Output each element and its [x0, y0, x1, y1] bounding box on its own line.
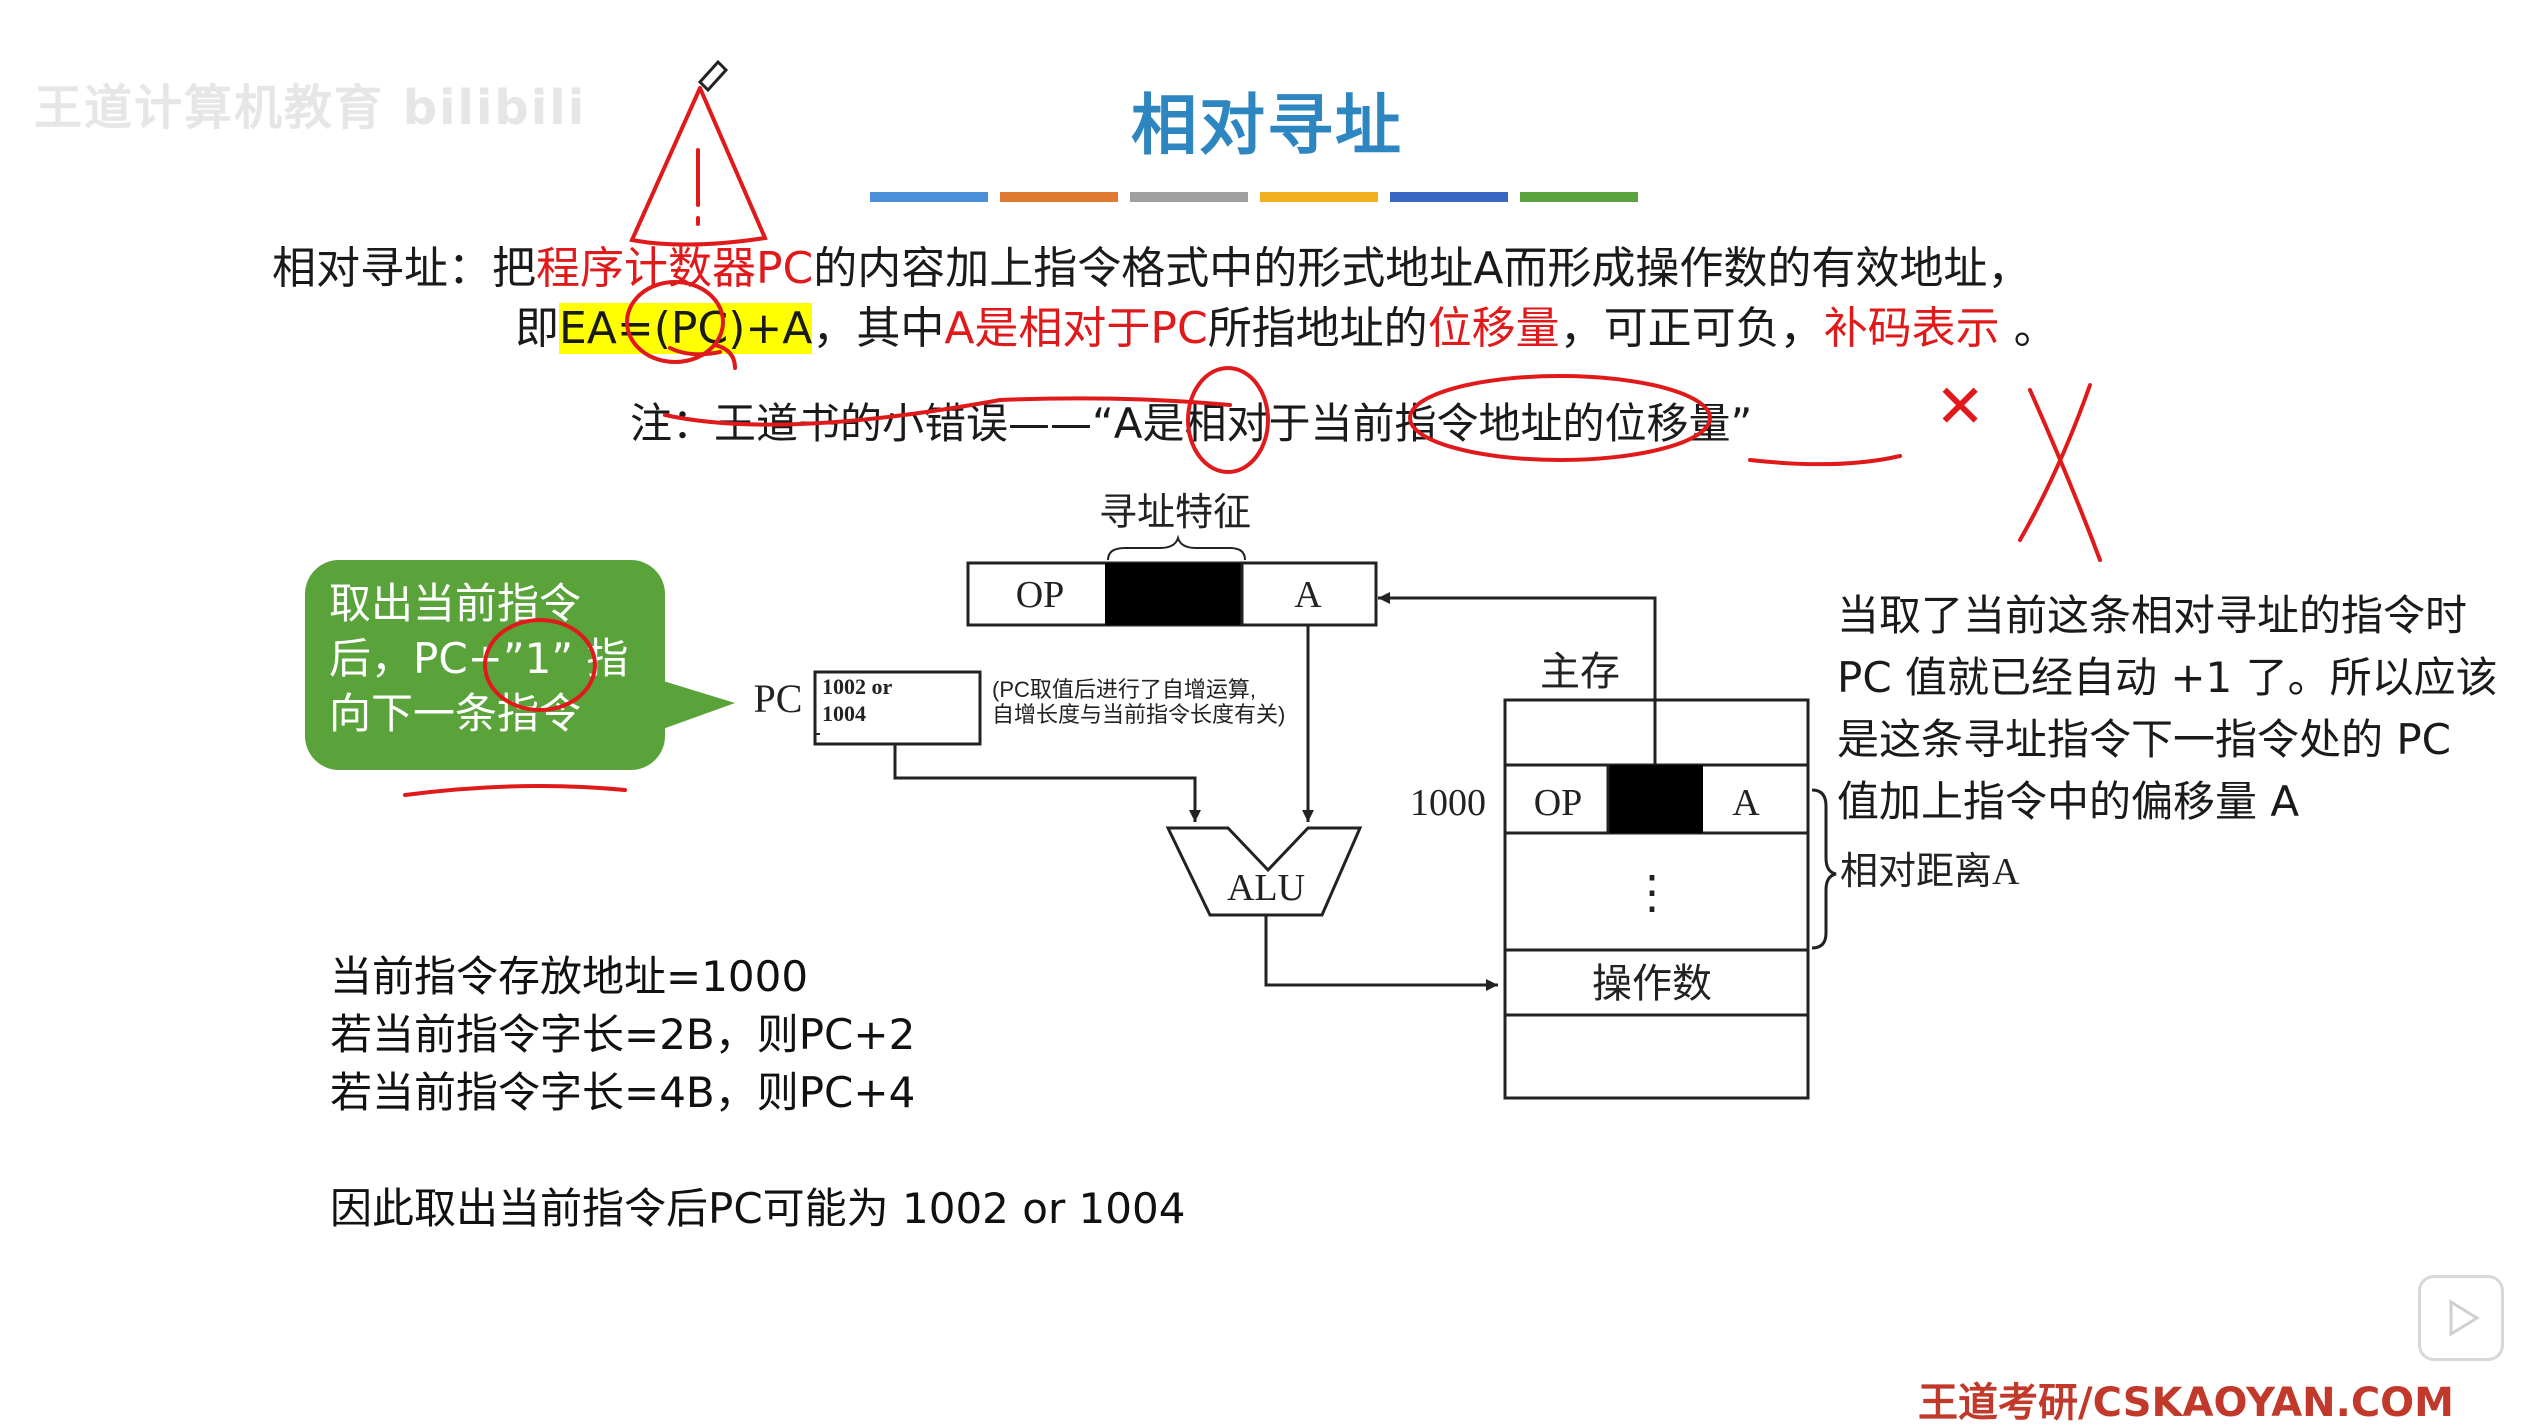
handwritten-annotations [403, 86, 2102, 797]
pc-increment-note-1: (PC取值后进行了自增运算, [992, 677, 1256, 702]
pen-cursor-icon [697, 59, 729, 93]
instr-a-field: A [1294, 574, 1322, 616]
left-note-conclusion: 因此取出当前指令后PC可能为 1002 or 1004 [330, 1184, 1186, 1233]
title-bar-segment [1390, 192, 1508, 202]
callout-line: 后，PC+”1” 指 [329, 634, 629, 683]
feature-bracket [1107, 534, 1246, 561]
watermark-logo: 王道计算机教育 bilibili [34, 80, 587, 136]
slide-title: 相对寻址 [1131, 87, 1403, 164]
title-bar-segment [870, 192, 988, 202]
definition-text-4: ，可正可负， [1559, 303, 1824, 354]
addressing-feature-label: 寻址特征 [1099, 492, 1251, 534]
title-bar-segment [1520, 192, 1638, 202]
pc-label: PC [754, 676, 803, 721]
cross-mark-icon: ✕ [1935, 372, 1986, 442]
right-note-line: 值加上指令中的偏移量 A [1837, 777, 2300, 826]
pc-register [813, 670, 982, 746]
main-memory-label: 主存 [1540, 649, 1620, 694]
title-bar-segment [1260, 192, 1378, 202]
pc-value-1: 1002 or [822, 674, 893, 699]
definition-text-3: 所指地址的 [1207, 303, 1428, 354]
instr-op-field: OP [1016, 574, 1065, 616]
memory-feature-field [1608, 765, 1703, 833]
play-icon [2449, 1299, 2480, 1337]
memory-to-instruction-arrow [1378, 592, 1657, 765]
right-note-line: 是这条寻址指令下一指令处的 PC [1837, 715, 2452, 764]
relative-distance-label: 相对距离A [1840, 851, 2020, 893]
definition-pc-term: 程序计数器PC [536, 243, 814, 294]
title-bar-segment [1130, 192, 1248, 202]
memory-a-field: A [1732, 782, 1760, 824]
memory-address: 1000 [1410, 782, 1486, 824]
right-note-line: 当取了当前这条相对寻址的指令时 [1837, 591, 2468, 640]
memory-ellipsis: ⋮ [1629, 867, 1675, 918]
left-note-line: 若当前指令字长=2B，则PC+2 [330, 1010, 916, 1059]
memory-op-field: OP [1534, 782, 1583, 824]
left-explanation: 当前指令存放地址=1000 若当前指令字长=2B，则PC+2 若当前指令字长=4… [330, 948, 1185, 1238]
definition-text: 的内容加上指令格式中的形式地址A而形成操作数的有效地址， [813, 243, 2032, 294]
play-button[interactable] [2418, 1275, 2504, 1361]
title-bar-segment [1000, 192, 1118, 202]
left-note-line: 若当前指令字长=4B，则PC+4 [330, 1068, 916, 1117]
definition-prefix: 相对寻址：把 [272, 243, 536, 294]
relative-distance-brace [1811, 788, 1837, 950]
definition-line-2: 即EA=(PC)+A，其中A是相对于PC所指地址的位移量，可正可负，补码表示 。 [515, 292, 2058, 356]
definition-a-term: A是相对于PC [944, 303, 1208, 354]
definition-displacement: 位移量 [1427, 303, 1560, 354]
pc-increment-note-2: 自增长度与当前指令长度有关) [992, 702, 1285, 727]
definition-twos-complement: 补码表示 [1823, 303, 2000, 354]
ea-formula: EA=(PC)+A [559, 303, 813, 354]
brand-footer: 王道考研/CSKAOYAN.COM [1918, 1380, 2454, 1426]
definition-prefix-2: 即 [515, 303, 559, 354]
right-note-line: PC 值就已经自动 +1 了。所以应该 [1837, 653, 2498, 702]
definition-text-2: ，其中 [812, 303, 945, 354]
addressing-feature-field [1105, 563, 1242, 625]
right-explanation: 当取了当前这条相对寻址的指令时 PC 值就已经自动 +1 了。所以应该 是这条寻… [1837, 585, 2498, 833]
operand-cell: 操作数 [1592, 961, 1712, 1006]
alu-to-operand-arrow [1264, 915, 1498, 991]
pc-to-alu-arrow [893, 744, 1201, 822]
definition-end: 。 [1999, 303, 2058, 354]
callout-line: 向下一条指令 [329, 689, 582, 738]
pc-value-2: 1004 [822, 701, 866, 726]
left-note-line: 当前指令存放地址=1000 [330, 952, 809, 1001]
definition-line-1: 相对寻址：把程序计数器PC的内容加上指令格式中的形式地址A而形成操作数的有效地址… [272, 232, 2031, 296]
alu-label: ALU [1227, 867, 1305, 909]
callout-tail [660, 680, 735, 730]
alu-unit [1165, 826, 1363, 917]
